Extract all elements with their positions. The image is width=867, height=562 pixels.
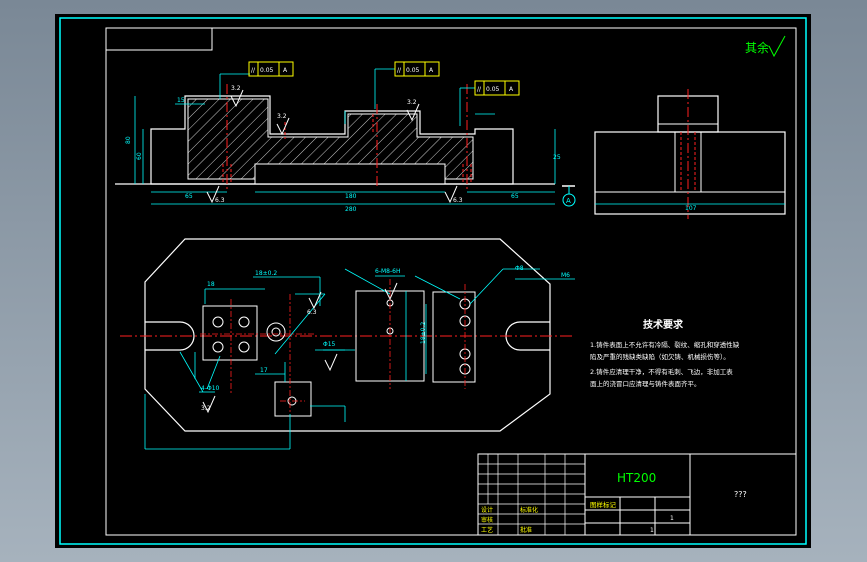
roughness-symbol-icon	[768, 35, 786, 58]
scale-value: 1	[670, 515, 674, 522]
cad-viewport[interactable]: 其余	[55, 14, 811, 548]
roughness-value: 3.2	[407, 99, 417, 106]
dim-width-total: 280	[345, 206, 357, 213]
svg-text:0.05: 0.05	[260, 67, 274, 74]
svg-text:A: A	[509, 86, 514, 93]
hole-icon	[212, 316, 224, 328]
tech-req-line: 2.铸件应清理干净，不得有毛刺、飞边，非加工表	[590, 367, 733, 376]
plan-view: 18 18±0.2 4-Φ10 6.3 3.2 6-M8-6H Φ15 18±0…	[120, 238, 575, 450]
svg-text://: //	[397, 67, 402, 74]
lower-pad	[274, 381, 312, 417]
roughness-note: 其余	[745, 40, 769, 55]
title-label: 审核	[481, 516, 493, 524]
part-name: ???	[734, 490, 747, 499]
side-width: 107	[685, 205, 697, 212]
roughness-value: 3.2	[231, 85, 241, 92]
plan-box-width: 18	[207, 281, 215, 288]
svg-text:A: A	[429, 67, 434, 74]
material-label: HT200	[617, 471, 656, 485]
tech-requirements: 技术要求 1.铸件表面上不允许有冷隔、裂纹、缩孔和穿透性缺 陷及严重的残缺类缺陷…	[590, 318, 740, 388]
plan-roughness-2: 3.2	[201, 405, 211, 412]
title-label: 图样标记	[590, 500, 617, 509]
roughness-value: 3.2	[277, 113, 287, 120]
svg-text:0.05: 0.05	[406, 67, 420, 74]
roughness-value: 6.3	[215, 197, 225, 204]
dim-side-step: 15	[177, 97, 185, 104]
svg-text://: //	[477, 86, 482, 93]
code-box	[106, 28, 213, 51]
engineering-drawing: 其余	[55, 14, 811, 548]
datum-label: A	[566, 197, 571, 205]
right-block	[432, 291, 476, 383]
tolerance-frame: // 0.05 A	[474, 80, 520, 96]
dim-base-left: 65	[185, 193, 193, 200]
plan-dim-right: Φ8	[515, 265, 524, 272]
roughness-value: 6.3	[453, 197, 463, 204]
dim-depth: 25	[553, 154, 561, 161]
hole-block	[202, 305, 258, 361]
side-view: 107	[594, 89, 786, 219]
svg-text://: //	[251, 67, 256, 74]
drawing-frame	[105, 27, 797, 536]
plan-bore-height: 18±0.2	[420, 322, 427, 344]
center-slot	[254, 163, 446, 185]
section-outline	[150, 95, 514, 185]
dim-height-left: 60	[136, 152, 143, 160]
hole-icon	[238, 341, 250, 353]
plan-bore: Φ15	[323, 341, 336, 348]
section-view: 80 60 25 180 280 65 65 15 // 0.05 A // 0…	[115, 61, 576, 213]
dim-height-total: 80	[125, 136, 132, 144]
title-label: 设计	[481, 506, 493, 514]
hole-icon	[238, 316, 250, 328]
title-label: 工艺	[481, 526, 493, 534]
tech-req-line: 面上的浇冒口应清理与铸件表面齐平。	[590, 379, 701, 388]
title-label: 批准	[520, 526, 532, 534]
title-block: HT200 ??? 设计 标准化 审核 工艺 批准 图样标记 1 1	[477, 453, 797, 536]
tech-req-title: 技术要求	[643, 318, 684, 331]
plan-hole-top: 6-M8-6H	[375, 268, 400, 275]
plan-box-height: 18±0.2	[255, 270, 277, 277]
svg-text:0.05: 0.05	[486, 86, 500, 93]
plan-left-width: 17	[260, 367, 268, 374]
hole-icon	[212, 341, 224, 353]
plate-outline	[144, 238, 551, 432]
sheet-border	[59, 17, 807, 545]
scale-value: 1	[650, 527, 654, 534]
bore-icon	[266, 322, 286, 342]
tolerance-frame: // 0.05 A	[248, 61, 294, 77]
plan-holes-left: 4-Φ10	[201, 385, 220, 392]
drawing-background	[55, 14, 811, 548]
tech-req-line: 1.铸件表面上不允许有冷隔、裂纹、缩孔和穿透性缺	[590, 340, 740, 349]
title-label: 标准化	[520, 506, 538, 514]
left-slot	[145, 321, 195, 351]
svg-text:A: A	[283, 67, 288, 74]
datum-a-icon	[562, 193, 576, 207]
dim-width-inner: 180	[345, 193, 357, 200]
tech-req-line: 陷及严重的残缺类缺陷（如欠铸、机械损伤等）。	[590, 352, 730, 361]
plan-right-width: M6	[561, 272, 570, 279]
dim-base-right: 65	[511, 193, 519, 200]
plan-roughness-1: 6.3	[307, 309, 317, 316]
tolerance-frame: // 0.05 A	[394, 61, 440, 77]
